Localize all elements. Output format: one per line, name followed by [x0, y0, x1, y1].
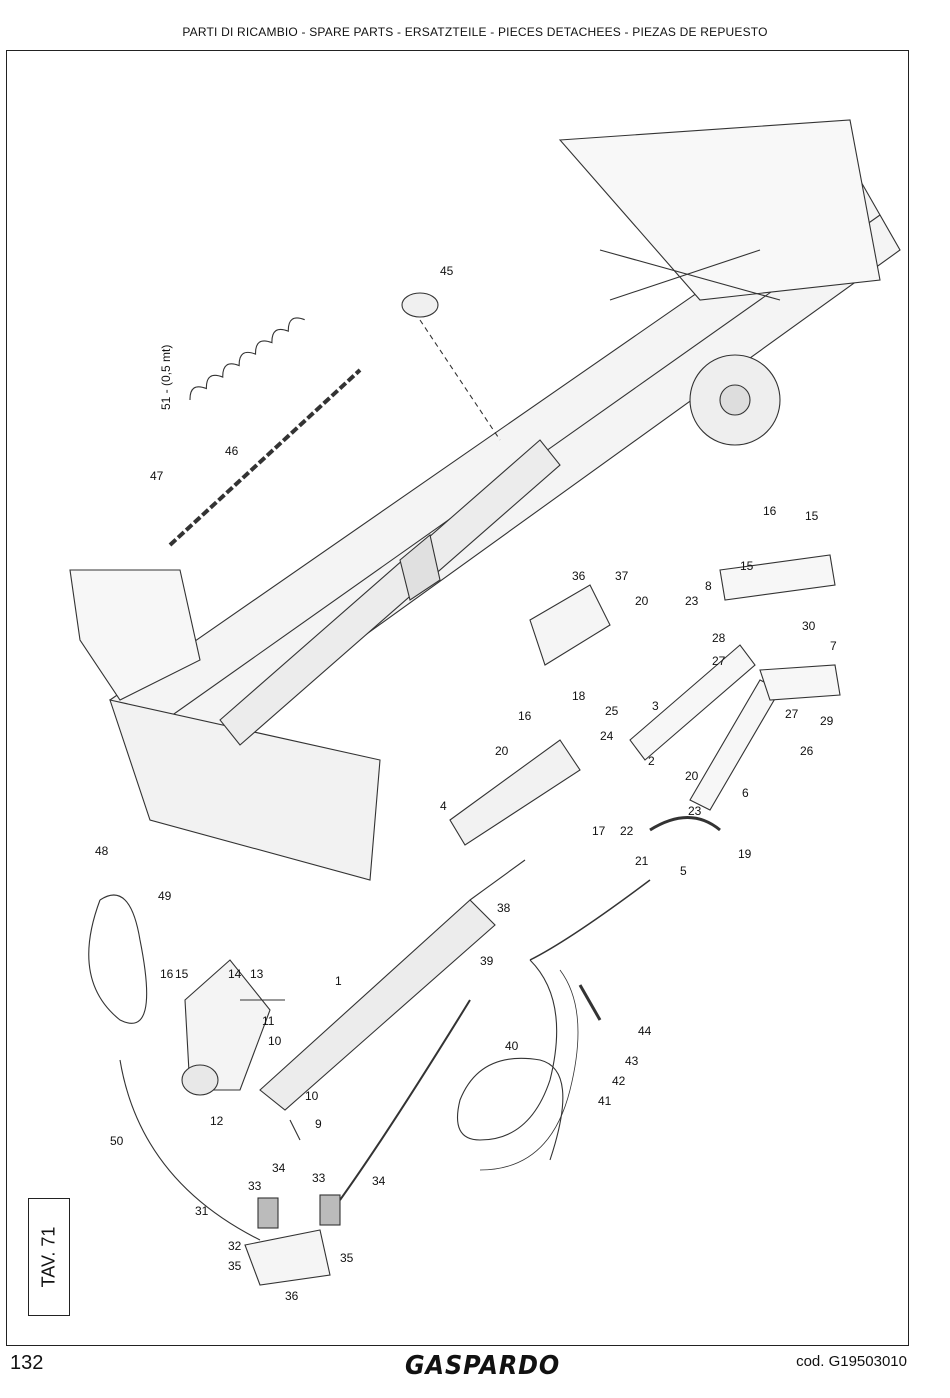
table-number: TAV. 71	[38, 1226, 59, 1288]
part-label: 6	[742, 786, 749, 800]
gearbox-frame	[558, 119, 881, 301]
upper-cylinder	[219, 439, 561, 746]
hitch-bracket	[69, 569, 201, 701]
part-label: 35	[340, 1251, 354, 1265]
part-label: 8	[705, 579, 712, 593]
part-label: 49	[158, 889, 172, 903]
arm	[449, 739, 581, 846]
chain-bracket	[401, 292, 439, 318]
part-label: 15	[805, 509, 819, 523]
part-label: 43	[625, 1054, 639, 1068]
part-label: 13	[250, 967, 264, 981]
cable-loop	[88, 894, 148, 1024]
part-label: 48	[95, 844, 109, 858]
part-label: 23	[688, 804, 702, 818]
part-label: 15	[175, 967, 189, 981]
part-label: 9	[315, 1117, 322, 1131]
part-label: 15	[740, 559, 754, 573]
part-label: 10	[305, 1089, 319, 1103]
part-label: 27	[712, 654, 726, 668]
part-label: 16	[763, 504, 777, 518]
page-number: 132	[10, 1352, 44, 1374]
part-label: 23	[685, 594, 699, 608]
document-code: cod. G19503010	[796, 1353, 907, 1370]
lower-cylinder	[259, 899, 496, 1111]
part-label: 16	[518, 709, 532, 723]
part-label: 37	[615, 569, 629, 583]
part-label: 25	[605, 704, 619, 718]
part-label: 2	[648, 754, 655, 768]
cable-bracket	[244, 1229, 331, 1286]
page-header: PARTI DI RICAMBIO - SPARE PARTS - ERSATZ…	[182, 25, 768, 39]
part-label: 16	[160, 967, 174, 981]
part-label: 44	[638, 1024, 652, 1038]
part-label: 30	[802, 619, 816, 633]
part-label: 11	[262, 1014, 275, 1028]
part-label: 10	[268, 1034, 282, 1048]
curved-link	[649, 816, 721, 832]
part-label: 1	[335, 974, 342, 988]
chain	[168, 368, 362, 547]
part-label: 26	[800, 744, 814, 758]
part-label: 18	[572, 689, 586, 703]
part-label: 34	[372, 1174, 386, 1188]
part-label: 4	[440, 799, 447, 813]
mount-plate	[719, 554, 836, 601]
part-label: 22	[620, 824, 634, 838]
link-plate	[759, 664, 841, 701]
part-label: 36	[285, 1289, 299, 1303]
part-label: 5	[680, 864, 687, 878]
hydraulic-hose	[456, 959, 564, 1161]
part-label: 20	[495, 744, 509, 758]
part-label: 45	[440, 264, 454, 278]
part-label: 38	[497, 901, 511, 915]
part-label: 40	[505, 1039, 519, 1053]
part-label: 28	[712, 631, 726, 645]
part-label: 41	[598, 1094, 612, 1108]
part-label: 17	[592, 824, 606, 838]
part-label: 32	[228, 1239, 242, 1253]
part-label: 35	[228, 1259, 242, 1273]
part-label: 46	[225, 444, 239, 458]
part-label: 42	[612, 1074, 626, 1088]
part-label: 3	[652, 699, 659, 713]
part-label: 31	[195, 1204, 209, 1218]
part-label: 51 - (0,5 mt)	[159, 345, 173, 410]
brand-logo: GASPARDO	[405, 1351, 561, 1381]
part-label: 34	[272, 1161, 286, 1175]
part-label: 24	[600, 729, 614, 743]
frame-end	[109, 699, 381, 881]
control-cable	[119, 1059, 261, 1241]
part-label: 50	[110, 1134, 124, 1148]
table-number-box: TAV. 71	[28, 1198, 70, 1316]
part-label: 7	[830, 639, 837, 653]
part-label: 33	[248, 1179, 262, 1193]
spring	[189, 317, 305, 401]
part-label: 36	[572, 569, 586, 583]
part-label: 19	[738, 847, 752, 861]
part-label: 47	[150, 469, 164, 483]
part-label: 20	[685, 769, 699, 783]
part-label: 14	[228, 967, 242, 981]
link-bar	[629, 644, 756, 761]
part-label: 12	[210, 1114, 224, 1128]
part-label: 27	[785, 707, 799, 721]
part-label: 33	[312, 1171, 326, 1185]
plate	[529, 584, 611, 666]
part-label: 39	[480, 954, 494, 968]
part-label: 29	[820, 714, 834, 728]
drawing-frame	[6, 50, 909, 1346]
part-label: 21	[635, 854, 649, 868]
part-label: 20	[635, 594, 649, 608]
